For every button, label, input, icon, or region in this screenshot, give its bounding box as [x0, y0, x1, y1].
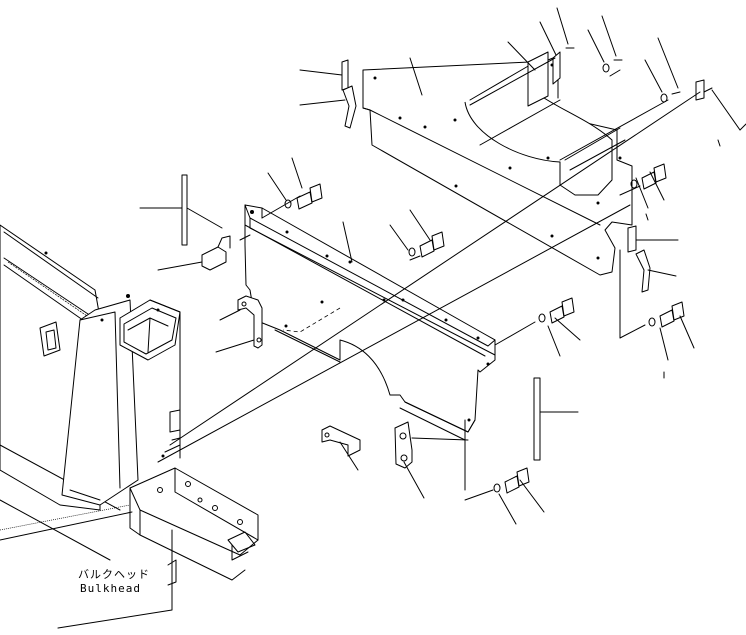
lower-brackets: [321, 421, 413, 469]
bolt-set-4: [538, 297, 575, 324]
right-rod: [533, 377, 541, 461]
leader-tick-marks: [645, 123, 746, 379]
leader-lines: [139, 7, 741, 525]
bolt-set-3: [630, 163, 667, 190]
assembly-lines: [157, 57, 701, 501]
top-right-hardware: [552, 47, 713, 103]
mid-left-bracket: [237, 295, 263, 349]
bolt-set-2: [408, 231, 445, 258]
bulkhead-label-en: Bulkhead: [80, 582, 141, 595]
bulkhead-frame: [0, 224, 259, 586]
main-cover-panel: [239, 204, 496, 441]
bolt-set-5: [648, 301, 685, 328]
bolt-set-1: [284, 183, 323, 210]
upper-side-panel: [362, 51, 633, 276]
right-straps: [627, 225, 651, 293]
left-rod: [181, 174, 188, 246]
bulkhead-label-jp: バルクヘッド: [78, 568, 150, 581]
bolt-set-6: [493, 467, 530, 494]
bulkhead-leader: [57, 531, 173, 629]
strap-left-top: [341, 59, 357, 129]
left-clip: [201, 235, 231, 271]
